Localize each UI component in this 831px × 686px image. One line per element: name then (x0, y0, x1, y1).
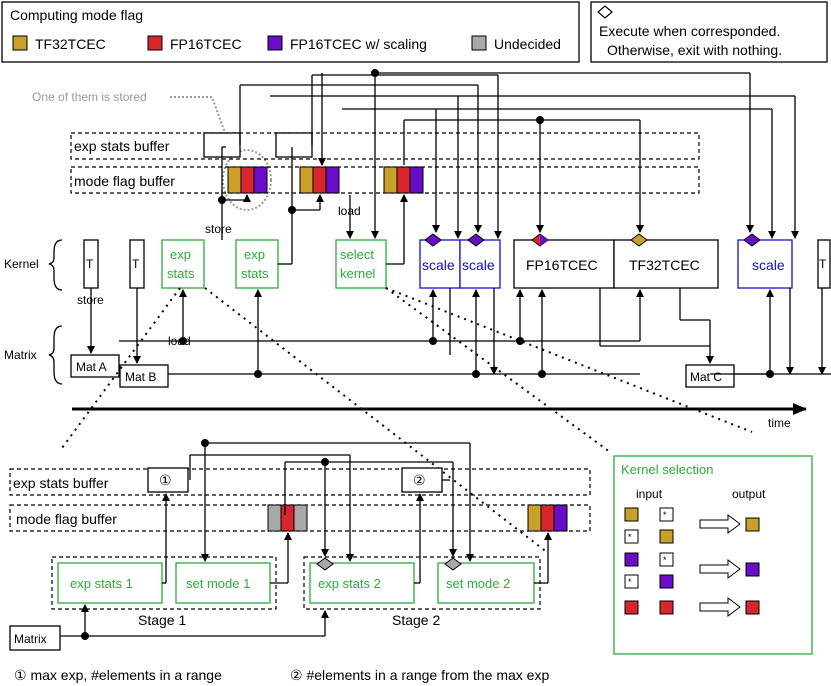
stage-1-frame (51, 556, 277, 610)
svg-text:*: * (663, 510, 667, 520)
kernel-set-mode-2-label: set mode 2 (446, 576, 510, 591)
mat-a-label: Mat A (76, 360, 107, 374)
top-exp-stats-buffer-label: exp stats buffer (74, 138, 170, 154)
matrix-box (9, 625, 61, 651)
kernel-exp-stats-1-bottom (57, 562, 163, 604)
kernel-select-label-a: select (340, 247, 374, 262)
stage-2-label: Stage 2 (392, 612, 440, 628)
kernel-selection-output: output (732, 487, 766, 501)
kernel-fp16tcec (513, 239, 615, 289)
kernel-scale-3 (737, 239, 793, 289)
mat-b-label: Mat B (125, 370, 156, 384)
kernel-tf32tcec-label: TF32TCEC (629, 257, 700, 273)
legend-label-tf32: TF32TCEC (35, 36, 106, 52)
top-exp-stats-buffer (70, 132, 700, 160)
mat-c (685, 364, 735, 388)
top-mode-flag-buffer-label: mode flag buffer (74, 173, 175, 189)
top-wiring (87, 69, 831, 378)
legend-label-scaling: FP16TCEC w/ scaling (290, 36, 427, 52)
legend-title: Computing mode flag (10, 7, 143, 23)
legend-swatch-scaling (267, 35, 283, 51)
flag-cells-3 (383, 166, 424, 194)
kernel-selection-title: Kernel selection (621, 462, 714, 477)
mat-c-label: Mat C (690, 370, 722, 384)
kernel-transpose-3 (817, 239, 831, 289)
kernel-exp-stats-2 (235, 239, 279, 289)
marker-slot-1 (147, 467, 189, 493)
bottom-exp-stats-buffer-label: exp stats buffer (13, 475, 109, 491)
row-label-matrix: Matrix (4, 348, 37, 362)
kernel-select (335, 239, 387, 289)
kernel-tf32tcec (613, 239, 719, 289)
svg-text:*: * (663, 555, 667, 565)
kernel-transpose-3-label: T (819, 257, 827, 271)
kernel-selection-input: input (636, 487, 663, 501)
kernel-fp16tcec-label: FP16TCEC (526, 257, 598, 273)
bottom-exp-stats-buffer (9, 468, 591, 496)
flag-cells-1 (227, 166, 268, 194)
stored-note: One of them is stored (32, 90, 147, 104)
diamond-note-1: Execute when corresponded. (599, 23, 780, 39)
bottom-mode-flag-buffer-label: mode flag buffer (16, 511, 117, 527)
kernel-scale-2-label: scale (462, 257, 495, 273)
legend-swatch-fp16 (147, 35, 163, 51)
marker-2: ② (413, 472, 426, 488)
legend-swatch-undecided (471, 35, 487, 51)
legend-diamond: Execute when corresponded. Otherwise, ex… (590, 1, 828, 63)
kernel-exp-stats-2-label-a: exp (244, 247, 265, 262)
exp-slot-2 (275, 132, 313, 158)
footnote-1: ① max exp, #elements in a range (14, 667, 222, 683)
kernel-transpose-2-label: T (132, 257, 140, 271)
kernel-exp-stats-2-label-b: stats (241, 266, 269, 281)
marker-1: ① (159, 472, 172, 488)
diamond-note-2: Otherwise, exit with nothing. (607, 42, 782, 58)
kernel-transpose-1-label: T (86, 257, 94, 271)
legend-flag: Computing mode flag TF32TCEC FP16TCEC FP… (1, 1, 580, 63)
kernel-select-label-b: kernel (340, 266, 376, 281)
svg-text:*: * (628, 577, 632, 587)
kernel-set-mode-1 (175, 562, 271, 604)
legend-label-fp16: FP16TCEC (170, 36, 242, 52)
legend-label-undecided: Undecided (494, 36, 561, 52)
legend-swatch-tf32 (12, 35, 28, 51)
row-label-kernel: Kernel (4, 257, 39, 271)
stage-1-label: Stage 1 (138, 612, 186, 628)
bottom-flag-final (527, 504, 568, 532)
kernel-scale-1 (419, 239, 461, 289)
diamond-icon (597, 5, 613, 19)
svg-text:*: * (628, 532, 632, 542)
load-label-2: load (338, 204, 361, 218)
kernel-scale-3-label: scale (752, 257, 785, 273)
kernel-exp-stats-2-bottom-label: exp stats 2 (318, 576, 381, 591)
kernel-exp-stats-1-bottom-label: exp stats 1 (70, 576, 133, 591)
matrix-box-label: Matrix (14, 632, 47, 646)
mat-b (119, 364, 169, 388)
bottom-flag-undecided (267, 504, 308, 532)
time-label: time (768, 416, 791, 430)
kernel-exp-stats-1 (161, 239, 205, 289)
kernel-scale-1-label: scale (422, 257, 455, 273)
store-label-2: store (205, 222, 232, 236)
mat-a (70, 354, 120, 378)
kernel-exp-stats-1-label-a: exp (170, 247, 191, 262)
kernel-selection-panel: Kernel selection input output * * * * (613, 455, 813, 655)
flag-cells-2 (299, 166, 340, 194)
bottom-wiring (60, 439, 552, 640)
footnote-2: ② #elements in a range from the max exp (290, 667, 549, 683)
kernel-exp-stats-2-bottom (309, 562, 415, 604)
kernel-set-mode-1-label: set mode 1 (186, 576, 250, 591)
kernel-scale-2 (459, 239, 501, 289)
kernel-exp-stats-1-label-b: stats (167, 266, 195, 281)
